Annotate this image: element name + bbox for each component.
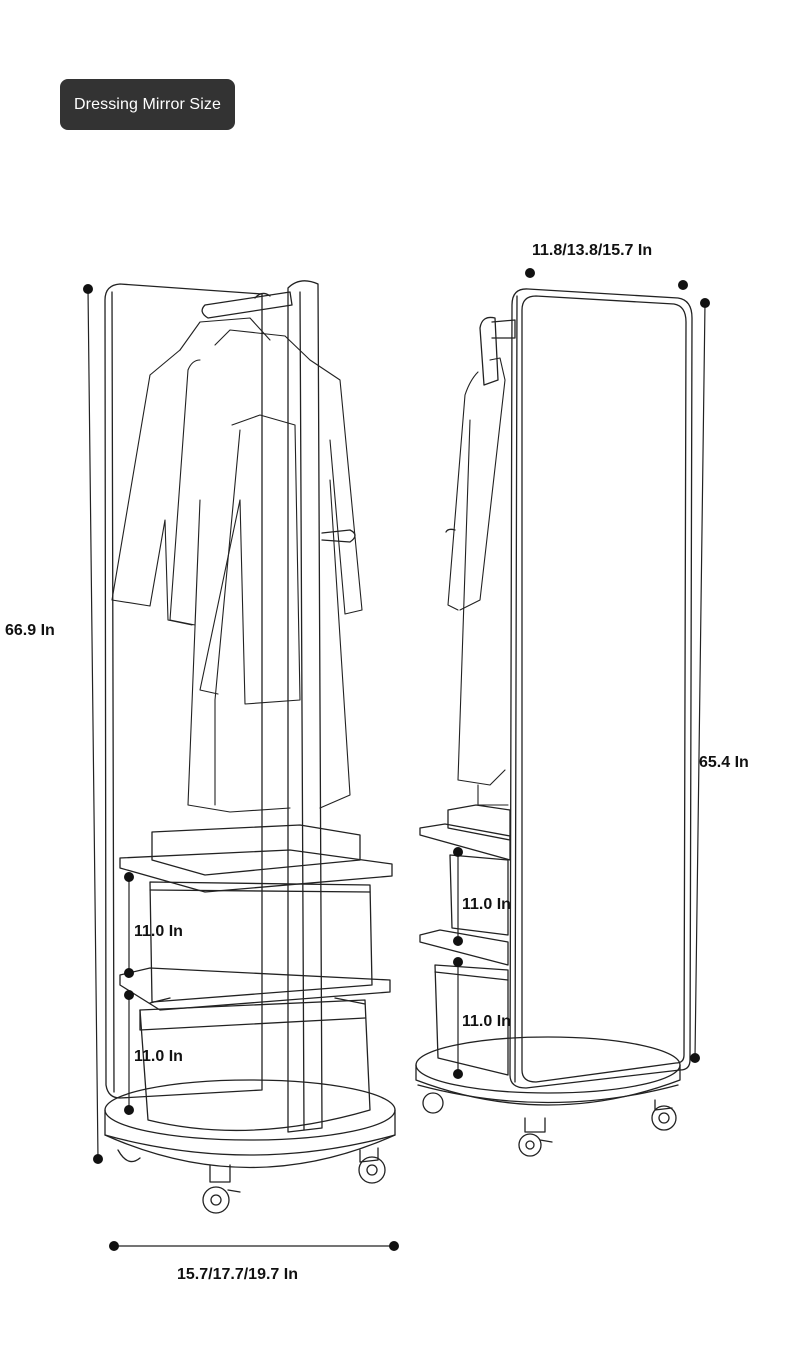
left-base-side: [104, 1109, 396, 1169]
dimension-dots: [83, 268, 710, 1251]
left-side-knob: [321, 529, 356, 543]
right-upper-box: [449, 854, 509, 936]
left-folded-item: [151, 824, 361, 876]
label-total-height: 66.9 In: [5, 622, 55, 639]
label-base-width: 15.7/17.7/19.7 In: [177, 1266, 298, 1283]
label-right-shelf-gap-upper: 11.0 In: [462, 896, 511, 913]
left-caster-left: [117, 1149, 141, 1163]
title-badge: Dressing Mirror Size: [60, 79, 235, 130]
right-clothes: [447, 357, 509, 806]
left-caster-right: [358, 1147, 386, 1184]
right-base-side: [415, 1064, 681, 1106]
right-view-front-mirror: [415, 288, 693, 1157]
left-base-top: [104, 1079, 396, 1141]
right-base-top: [415, 1036, 681, 1094]
right-lower-box: [434, 964, 509, 1076]
left-lower-shelf: [119, 967, 391, 1011]
right-caster-left: [422, 1092, 444, 1114]
right-back-pole: [479, 316, 499, 386]
left-lower-box: [139, 999, 371, 1132]
dimension-lines: [87, 288, 706, 1247]
right-caster-right: [651, 1099, 677, 1131]
dim-line-total-height: [87, 288, 99, 1160]
dim-line-mirror-height: [694, 302, 706, 1059]
right-upper-shelf: [419, 823, 511, 861]
left-vertical-pole: [287, 280, 323, 1133]
right-caster-front: [518, 1117, 553, 1157]
left-clothes: [111, 317, 363, 813]
label-left-shelf-gap-upper: 11.0 In: [134, 923, 183, 940]
label-mirror-height: 65.4 In: [699, 754, 749, 771]
right-lower-shelf: [419, 929, 509, 966]
right-mirror-frame: [509, 288, 693, 1089]
label-left-shelf-gap-lower: 11.0 In: [134, 1048, 183, 1065]
left-view-back-rack: [104, 280, 396, 1214]
left-upper-box: [149, 881, 373, 1003]
left-upper-shelf: [119, 849, 393, 893]
left-caster-front: [202, 1164, 241, 1214]
label-mirror-width: 11.8/13.8/15.7 In: [532, 242, 653, 259]
left-hanger-rod: [201, 291, 293, 319]
right-mirror-glass: [521, 295, 687, 1083]
label-right-shelf-gap-lower: 11.0 In: [462, 1013, 511, 1030]
left-mirror-panel: [104, 283, 263, 1099]
